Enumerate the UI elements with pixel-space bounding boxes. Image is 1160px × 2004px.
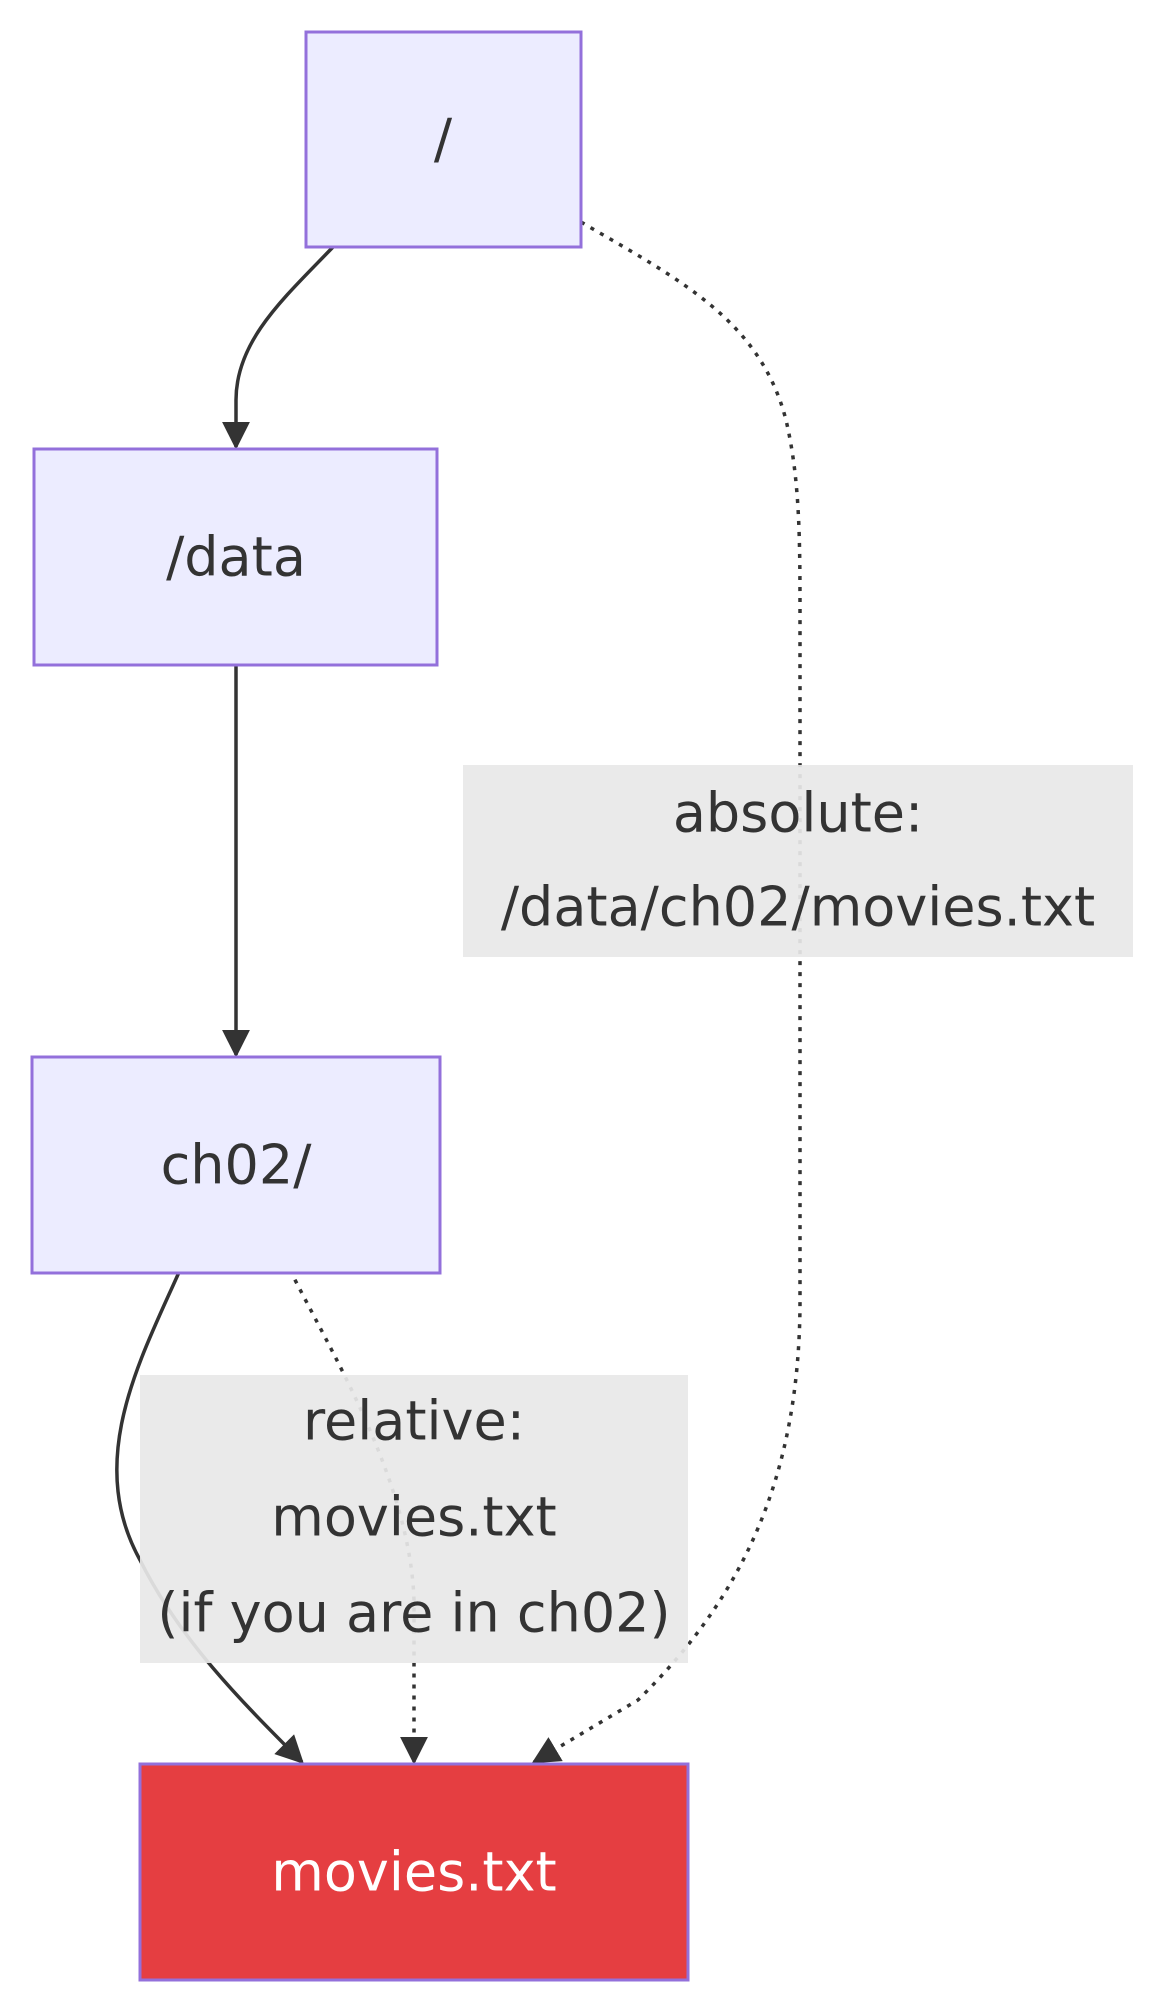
edge-label-relative: relative: movies.txt (if you are in ch02… <box>140 1375 688 1663</box>
edge-label-absolute-background <box>463 765 1133 957</box>
node-ch02-box <box>30 1055 442 1275</box>
edge-label-absolute-line2: /data/ch02/movies.txt <box>501 876 1095 939</box>
node-movies: movies.txt <box>138 1762 690 1982</box>
node-ch02-label: ch02/ <box>161 1134 313 1197</box>
node-root-label: / <box>434 108 453 171</box>
node-root-box <box>304 30 583 249</box>
edge-label-relative-background <box>140 1375 688 1663</box>
edge-label-relative-line2: movies.txt <box>271 1486 556 1549</box>
node-root: / <box>304 30 583 249</box>
edge-label-absolute: absolute: /data/ch02/movies.txt <box>463 765 1133 957</box>
edge-label-relative-line1: relative: <box>303 1390 525 1453</box>
node-ch02: ch02/ <box>30 1055 442 1275</box>
node-data-label: /data <box>166 526 306 589</box>
node-movies-box <box>138 1762 690 1982</box>
node-data-box <box>32 447 439 667</box>
edge-ch02-to-movies-solid <box>115 1269 304 1764</box>
node-movies-label: movies.txt <box>271 1841 556 1904</box>
node-data: /data <box>32 447 439 667</box>
edge-label-absolute-line1: absolute: <box>673 782 923 845</box>
edge-label-relative-line3: (if you are in ch02) <box>157 1582 670 1645</box>
edge-root-to-data <box>222 245 335 450</box>
